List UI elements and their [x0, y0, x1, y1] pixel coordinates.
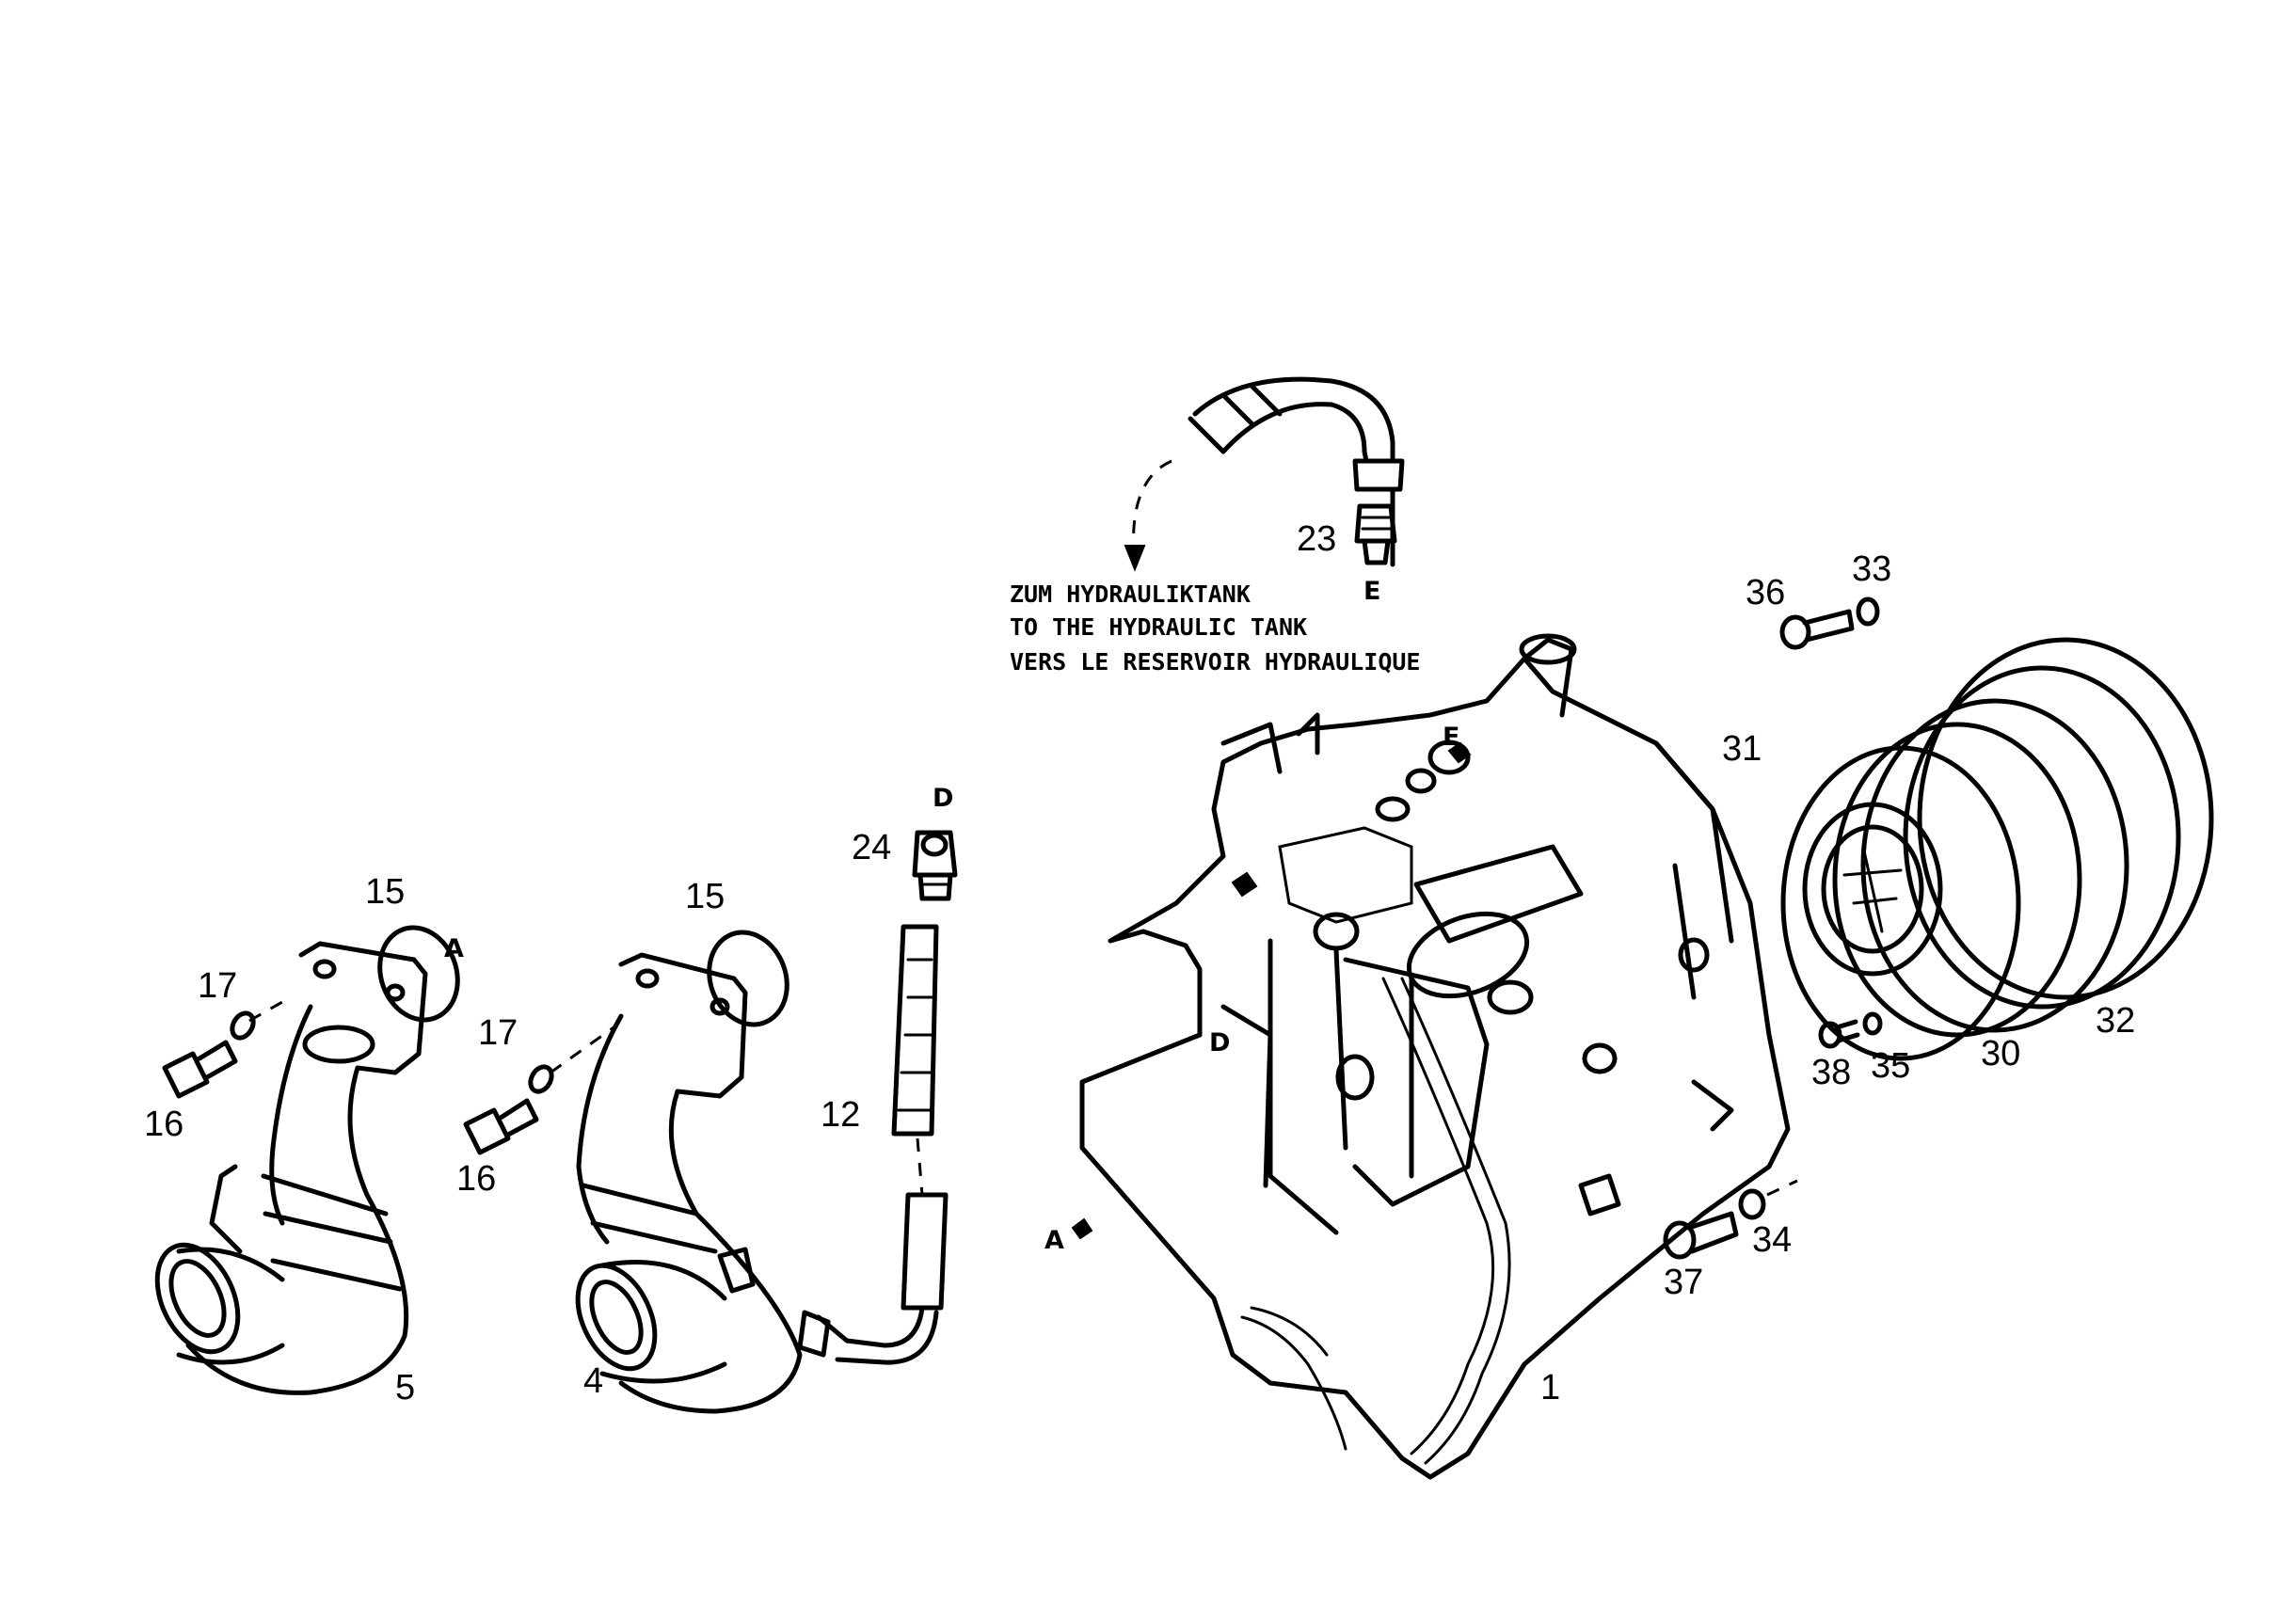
callout-23: 23 [1297, 519, 1336, 559]
callout-36: 36 [1746, 573, 1785, 612]
tank-note-french: VERS LE RESERVOIR HYDRAULIQUE [1010, 648, 1421, 676]
callout-16-right: 16 [456, 1159, 496, 1199]
connection-letter-a-seal: A [444, 934, 464, 963]
part-17-washer-right [528, 1064, 554, 1094]
part-15-o-ring-left [377, 925, 460, 1023]
part-38-bolt [1818, 1019, 1860, 1049]
connection-letter-e-fitting: E [1363, 577, 1380, 606]
part-16-bolt-right [463, 1098, 539, 1155]
leader-dashed-left [248, 1000, 283, 1023]
callout-1: 1 [1540, 1368, 1560, 1407]
callout-32: 32 [2096, 1001, 2135, 1041]
part-37-bolt [1663, 1211, 1739, 1260]
callout-38: 38 [1811, 1053, 1851, 1092]
callout-17-right: 17 [478, 1013, 518, 1053]
callout-31: 31 [1722, 729, 1762, 769]
callout-15-right: 15 [685, 877, 725, 916]
part-4-elbow-pipe [575, 952, 803, 1414]
callout-37: 37 [1664, 1263, 1703, 1302]
part-12-hose [797, 924, 949, 1365]
part-30-converter-plate [1832, 698, 2129, 1038]
callout-24: 24 [852, 828, 891, 867]
part-34-washer [1738, 1188, 1766, 1220]
part-1-transmission-housing [1071, 486, 1791, 1480]
callout-4: 4 [583, 1361, 603, 1401]
part-return-pipe [1124, 376, 1405, 572]
callout-16-left: 16 [144, 1105, 183, 1144]
part-16-bolt-left [162, 1040, 238, 1099]
callout-17-left: 17 [198, 966, 237, 1006]
connection-letter-a-housing: A [1044, 1226, 1064, 1255]
part-35-washer [1862, 1011, 1883, 1036]
part-23-fitting [1354, 503, 1397, 565]
callout-30: 30 [1981, 1034, 2020, 1073]
connection-letter-e-housing: E [1443, 723, 1459, 752]
part-32-converter-housing [1903, 637, 2214, 1010]
leader-dashed-37 [1766, 1179, 1798, 1197]
part-31-flex-plate [1780, 745, 2021, 1061]
callout-34: 34 [1752, 1220, 1792, 1260]
part-5-elbow-pipe [154, 941, 428, 1395]
part-24-fitting [912, 830, 958, 901]
connection-letter-d-fitting: D [933, 784, 953, 813]
part-36-bolt [1779, 609, 1855, 650]
callout-5: 5 [395, 1368, 415, 1407]
tank-note-german: ZUM HYDRAULIKTANK [1010, 580, 1251, 608]
part-15-o-ring-right [707, 930, 789, 1027]
callout-15-left: 15 [365, 872, 405, 912]
callout-12: 12 [821, 1095, 860, 1135]
callout-33: 33 [1852, 549, 1891, 589]
part-33-washer [1856, 596, 1880, 627]
tank-note-english: TO THE HYDRAULIC TANK [1010, 613, 1307, 641]
part-17-washer-left [230, 1010, 256, 1041]
callout-35: 35 [1871, 1046, 1910, 1086]
connection-letter-d-housing: D [1209, 1028, 1230, 1057]
